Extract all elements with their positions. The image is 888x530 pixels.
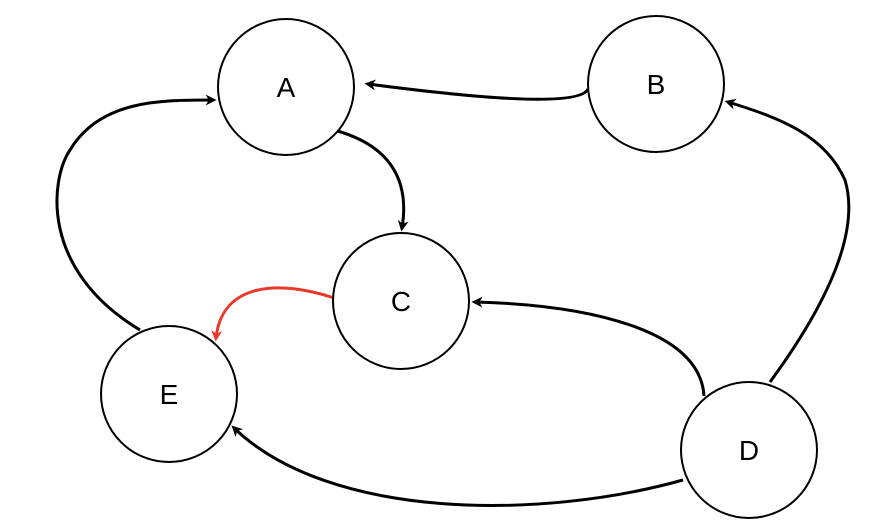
node-a-circle bbox=[217, 18, 355, 156]
node-e: E bbox=[100, 325, 238, 463]
node-b-label: B bbox=[647, 69, 666, 100]
edge-d-to-e bbox=[231, 425, 684, 507]
node-e-label: E bbox=[160, 379, 179, 410]
edge-b-to-a bbox=[364, 79, 590, 101]
edge-d-to-b bbox=[724, 98, 851, 383]
edges-group bbox=[55, 79, 851, 507]
edge-d-to-c bbox=[471, 296, 706, 397]
edge-a-to-c bbox=[333, 128, 409, 232]
node-d-label: D bbox=[739, 435, 759, 466]
node-c: C bbox=[332, 232, 470, 370]
node-d: D bbox=[680, 381, 818, 519]
node-d-circle bbox=[680, 381, 818, 519]
node-b-circle bbox=[587, 15, 725, 153]
node-b: B bbox=[587, 15, 725, 153]
node-e-circle bbox=[100, 325, 238, 463]
node-a-label: A bbox=[277, 72, 296, 103]
node-a: A bbox=[217, 18, 355, 156]
edge-e-to-a bbox=[55, 94, 217, 332]
edge-c-to-e bbox=[211, 286, 335, 342]
node-c-circle bbox=[332, 232, 470, 370]
node-c-label: C bbox=[391, 286, 411, 317]
